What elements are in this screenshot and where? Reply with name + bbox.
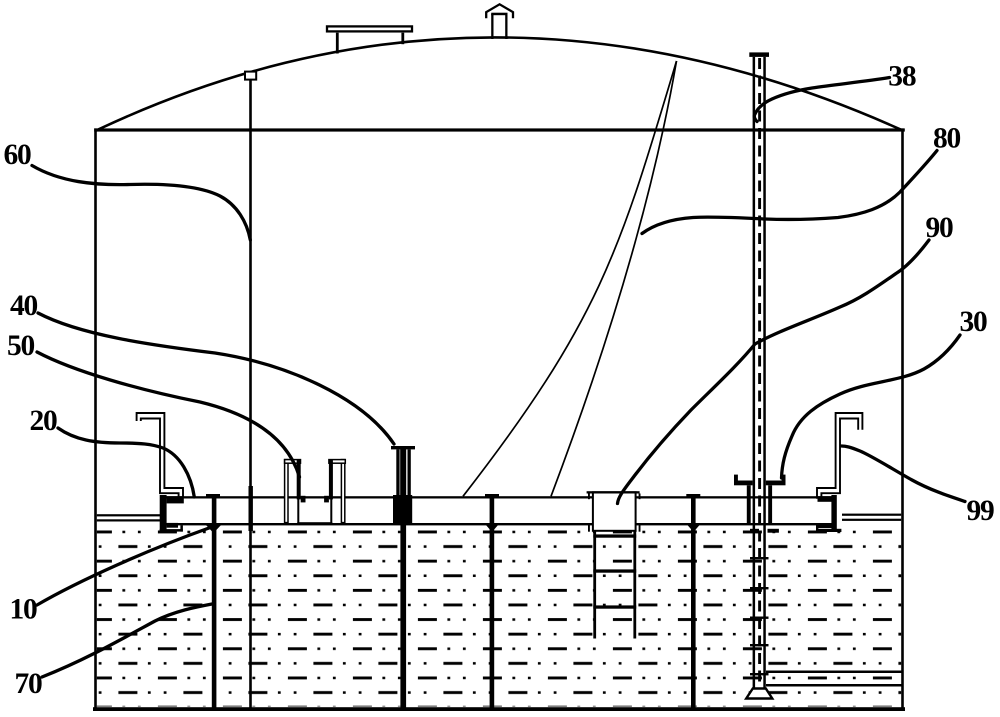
svg-text:99: 99: [967, 495, 995, 527]
svg-text:90: 90: [926, 212, 954, 244]
svg-text:38: 38: [888, 61, 916, 93]
svg-text:30: 30: [960, 306, 988, 338]
svg-text:70: 70: [15, 668, 43, 700]
svg-text:20: 20: [30, 405, 58, 437]
svg-text:10: 10: [10, 594, 38, 626]
svg-text:60: 60: [4, 139, 32, 171]
svg-text:50: 50: [7, 330, 35, 362]
svg-text:40: 40: [10, 290, 38, 322]
svg-text:80: 80: [933, 123, 961, 155]
